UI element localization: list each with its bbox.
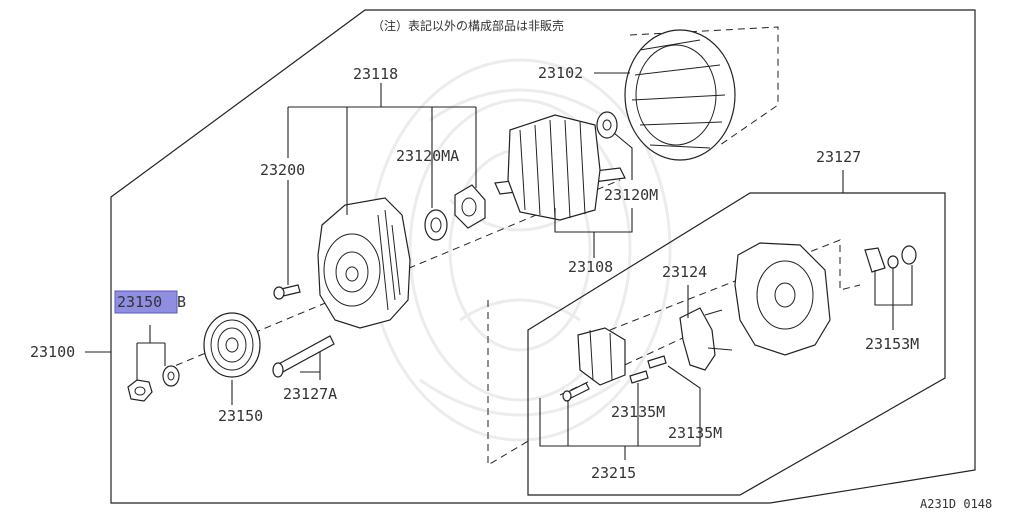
part-label-23153m[interactable]: 23153M xyxy=(865,335,919,353)
part-label-23150[interactable]: 23150 xyxy=(218,407,263,425)
washer-part[interactable] xyxy=(162,365,180,387)
part-label-23150b[interactable]: 23150 xyxy=(117,293,162,311)
watermark-emblem xyxy=(368,58,672,442)
part-label-23135m-2[interactable]: 23135M xyxy=(668,424,722,442)
part-label-23135m-1[interactable]: 23135M xyxy=(611,403,665,421)
front-bearing-part[interactable] xyxy=(424,209,448,241)
part-label-23200[interactable]: 23200 xyxy=(260,161,305,179)
part-label-23108[interactable]: 23108 xyxy=(568,258,613,276)
part-label-23127[interactable]: 23127 xyxy=(816,148,861,166)
stator-part[interactable] xyxy=(624,29,736,161)
part-label-23102[interactable]: 23102 xyxy=(538,64,583,82)
note-text: （注）表記以外の構成部品は非販売 xyxy=(372,18,564,33)
front-housing-part[interactable] xyxy=(317,197,411,329)
regulator-part[interactable] xyxy=(577,327,626,386)
nut-part[interactable] xyxy=(127,379,153,402)
part-label-23215[interactable]: 23215 xyxy=(591,464,636,482)
leader-lines xyxy=(85,72,913,460)
part-label-23124[interactable]: 23124 xyxy=(662,263,707,281)
through-bolt-part[interactable] xyxy=(272,335,335,378)
rear-housing-part[interactable] xyxy=(734,242,831,356)
rear-assembly-frame xyxy=(527,192,946,496)
screw-part[interactable] xyxy=(273,284,301,300)
assembly-frame xyxy=(110,9,976,504)
part-label-23100[interactable]: 23100 xyxy=(30,343,75,361)
part-label-23127a[interactable]: 23127A xyxy=(283,385,337,403)
rear-bearing-part[interactable] xyxy=(596,111,618,139)
regulator-screw-part[interactable] xyxy=(562,382,590,402)
part-label-23120m[interactable]: 23120M xyxy=(604,186,658,204)
pulley-part[interactable] xyxy=(203,312,261,378)
retainer-plate-part[interactable] xyxy=(454,184,486,229)
part-label-suffix[interactable]: B xyxy=(177,293,186,311)
part-label-23118[interactable]: 23118 xyxy=(353,65,398,83)
rotor-part[interactable] xyxy=(494,114,626,221)
terminal-kit-part[interactable] xyxy=(864,245,917,273)
brush-part-2[interactable] xyxy=(647,355,667,369)
part-label-23120ma[interactable]: 23120MA xyxy=(396,147,459,165)
figure-code: A231D 0148 xyxy=(920,497,992,511)
rectifier-part[interactable] xyxy=(679,307,733,371)
brush-part-1[interactable] xyxy=(629,370,649,384)
highlight-box xyxy=(114,290,178,314)
